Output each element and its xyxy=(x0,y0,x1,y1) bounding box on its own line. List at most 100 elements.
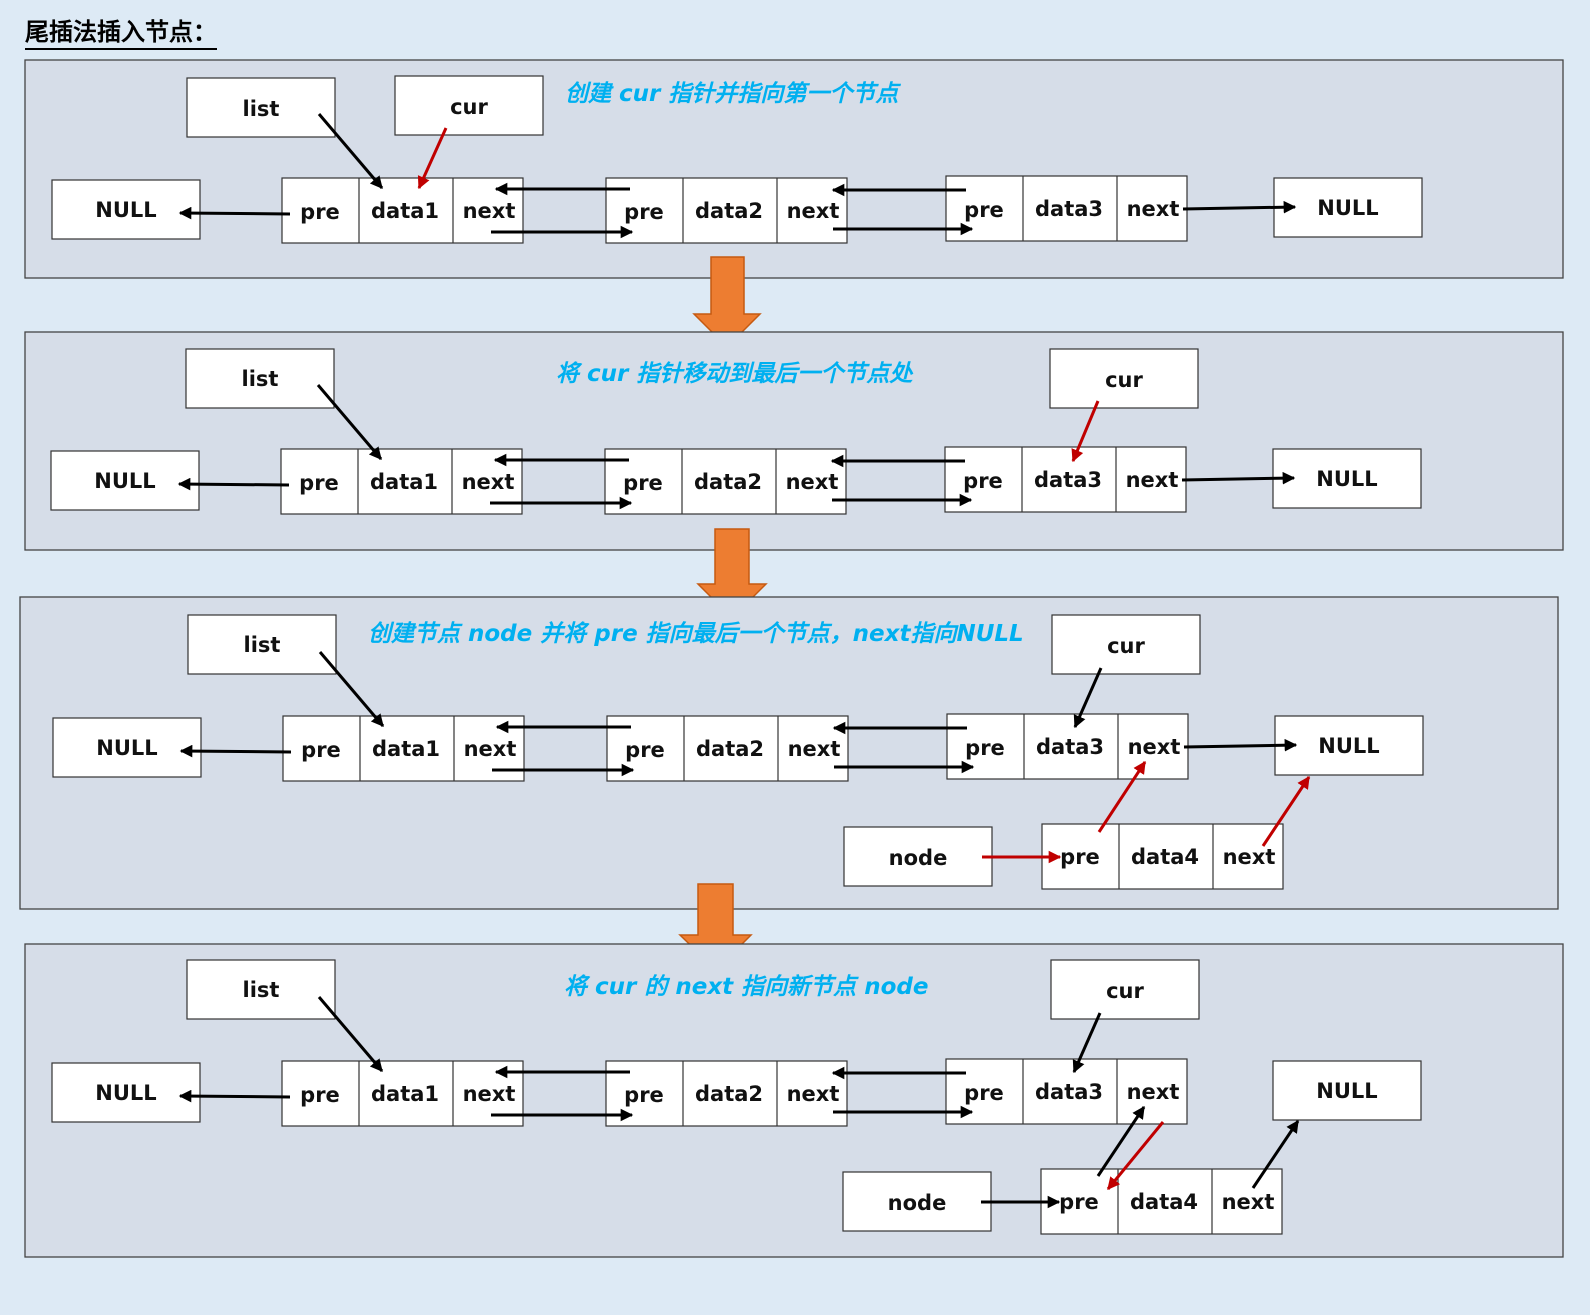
next-label: next xyxy=(1127,1080,1180,1104)
null-label: NULL xyxy=(95,198,156,222)
null-right: NULL xyxy=(1272,1060,1422,1121)
pre-label: pre xyxy=(964,1081,1004,1105)
list-pointer-arrow xyxy=(318,651,385,727)
node-4: pre data4 next xyxy=(1040,1168,1283,1235)
link-arrows xyxy=(178,182,1297,239)
null-left: NULL xyxy=(50,450,200,511)
list-label: list xyxy=(243,978,280,1002)
next-label: next xyxy=(786,470,839,494)
link-arrows xyxy=(178,1065,974,1122)
node-2: pre data2 next xyxy=(605,1060,848,1127)
data-label: data4 xyxy=(1131,845,1199,869)
null-right: NULL xyxy=(1272,448,1422,509)
null-right: NULL xyxy=(1274,715,1424,776)
new-next-arrow xyxy=(1251,1119,1300,1189)
step-panel-2: 将 cur 指针移动到最后一个节点处 list cur NULL pre dat… xyxy=(24,331,1564,551)
cur-pointer-box: cur xyxy=(1049,348,1199,409)
list-pointer-box: list xyxy=(186,77,336,138)
node-2: pre data2 next xyxy=(604,448,847,515)
null-label: NULL xyxy=(95,1081,156,1105)
node-pointer-box: node xyxy=(842,1171,992,1232)
step-panel-1: 创建 cur 指针并指向第一个节点 list cur NULL pre data… xyxy=(24,59,1564,279)
step-panel-3: 创建节点 node 并将 pre 指向最后一个节点，next指向NULL lis… xyxy=(19,596,1559,910)
null-left: NULL xyxy=(52,717,202,778)
data-label: data2 xyxy=(696,737,764,761)
null-label: NULL xyxy=(1316,1079,1377,1103)
next-label: next xyxy=(787,199,840,223)
node-pointer-box: node xyxy=(843,826,993,887)
cur-label: cur xyxy=(1106,979,1144,1003)
list-pointer-box: list xyxy=(185,348,335,409)
data-label: data2 xyxy=(695,199,763,223)
null-label: NULL xyxy=(1318,734,1379,758)
null-label: NULL xyxy=(94,469,155,493)
null-label: NULL xyxy=(1317,196,1378,220)
cur-next-to-node-arrow xyxy=(1106,1121,1165,1190)
link-arrows xyxy=(177,453,1296,510)
cur-pointer-box: cur xyxy=(1050,959,1200,1020)
data-label: data3 xyxy=(1036,735,1104,759)
null-label: NULL xyxy=(1316,467,1377,491)
node-2: pre data2 next xyxy=(606,715,849,782)
list-pointer-arrow xyxy=(317,996,384,1072)
pre-label: pre xyxy=(1060,845,1100,869)
node-3: pre data3 next xyxy=(944,446,1187,513)
cur-label: cur xyxy=(1105,368,1143,392)
list-label: list xyxy=(242,367,279,391)
next-label: next xyxy=(463,1082,516,1106)
data-label: data1 xyxy=(370,470,438,494)
next-label: next xyxy=(1222,1190,1275,1214)
pre-label: pre xyxy=(1059,1190,1099,1214)
pre-label: pre xyxy=(963,469,1003,493)
pre-label: pre xyxy=(625,738,665,762)
null-right: NULL xyxy=(1273,177,1423,238)
null-label: NULL xyxy=(96,736,157,760)
next-label: next xyxy=(788,737,841,761)
node-1: pre data1 next xyxy=(281,177,524,244)
node-label: node xyxy=(888,1191,947,1215)
next-label: next xyxy=(1128,735,1181,759)
cur-label: cur xyxy=(450,95,488,119)
node-label: node xyxy=(889,846,948,870)
node-2: pre data2 next xyxy=(605,177,848,244)
cur-pointer-box: cur xyxy=(1051,614,1201,675)
data-label: data2 xyxy=(694,470,762,494)
cur-pointer-arrow xyxy=(1072,1012,1102,1074)
next-label: next xyxy=(1126,468,1179,492)
data-label: data3 xyxy=(1034,468,1102,492)
step-caption: 创建 cur 指针并指向第一个节点 xyxy=(565,81,901,107)
pre-label: pre xyxy=(300,1083,340,1107)
step-arrow-down xyxy=(692,256,762,349)
node-3: pre data3 next xyxy=(946,713,1189,780)
list-pointer-box: list xyxy=(186,959,336,1020)
cur-pointer-arrow xyxy=(417,127,448,190)
step-caption: 将 cur 的 next 指向新节点 node xyxy=(564,974,928,1000)
page-title: 尾插法插入节点： xyxy=(25,12,217,50)
data-label: data4 xyxy=(1130,1190,1198,1214)
node-3: pre data3 next xyxy=(945,175,1188,242)
cur-pointer-arrow xyxy=(1071,400,1100,463)
data-label: data3 xyxy=(1035,197,1103,221)
pre-label: pre xyxy=(964,198,1004,222)
data-label: data2 xyxy=(695,1082,763,1106)
node-3: pre data3 next xyxy=(945,1058,1188,1125)
data-label: data1 xyxy=(371,199,439,223)
list-pointer-arrow xyxy=(316,384,383,460)
step-caption: 创建节点 node 并将 pre 指向最后一个节点，next指向NULL xyxy=(368,621,1024,647)
new-next-arrow xyxy=(1261,775,1311,847)
data-label: data3 xyxy=(1035,1080,1103,1104)
cur-label: cur xyxy=(1107,634,1145,658)
step-panel-4: 将 cur 的 next 指向新节点 node list cur NULL pr… xyxy=(24,943,1564,1258)
pre-label: pre xyxy=(965,736,1005,760)
cur-pointer-arrow xyxy=(1073,667,1103,729)
cur-pointer-box: cur xyxy=(394,75,544,136)
next-label: next xyxy=(462,470,515,494)
node-1: pre data1 next xyxy=(280,448,523,515)
pre-label: pre xyxy=(299,471,339,495)
data-label: data1 xyxy=(372,737,440,761)
node-1: pre data1 next xyxy=(281,1060,524,1127)
link-arrows xyxy=(179,720,1298,777)
list-label: list xyxy=(244,633,281,657)
data-label: data1 xyxy=(371,1082,439,1106)
